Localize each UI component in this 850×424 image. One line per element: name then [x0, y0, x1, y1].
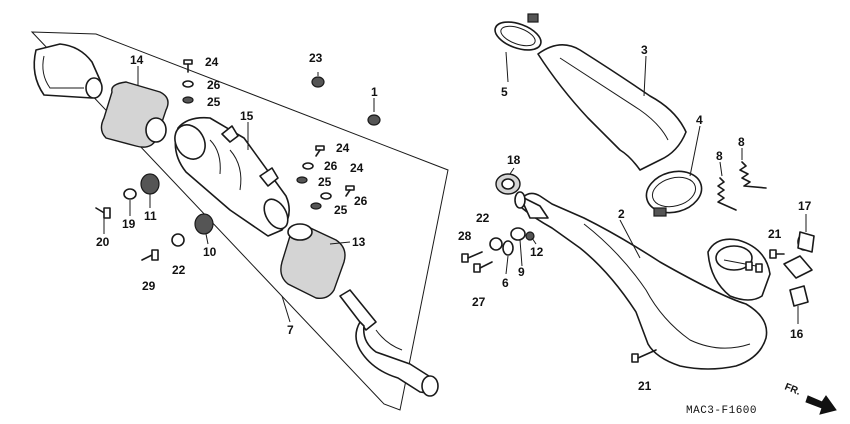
callout-8-right: 8 — [738, 135, 745, 149]
expansion-chamber-part-2 — [514, 191, 771, 370]
clamp-band-part-4 — [645, 170, 703, 217]
inner-packing-part-13 — [280, 223, 346, 300]
hardware-cluster-middle — [296, 145, 355, 210]
callout-25-lower: 25 — [334, 203, 348, 217]
spring-part-8b — [739, 161, 767, 189]
front-direction-indicator: FR. — [783, 382, 837, 415]
callout-29: 29 — [142, 279, 156, 293]
callout-25-top: 25 — [207, 95, 221, 109]
callout-24-lower: 24 — [350, 161, 364, 175]
callout-19: 19 — [122, 217, 136, 231]
clamp-part-5 — [494, 13, 542, 51]
callout-18: 18 — [507, 153, 521, 167]
callout-8-left: 8 — [716, 149, 723, 163]
callout-17: 17 — [798, 199, 812, 213]
callout-26-middle: 26 — [324, 159, 338, 173]
callout-10: 10 — [203, 245, 217, 259]
callout-25-middle: 25 — [318, 175, 332, 189]
callout-12: 12 — [530, 245, 544, 259]
spring-part-8a — [717, 177, 737, 211]
callout-20: 20 — [96, 235, 110, 249]
direction-label: FR. — [783, 382, 802, 398]
front-arrow-icon — [805, 395, 837, 415]
callout-13: 13 — [352, 235, 366, 249]
callout-1: 1 — [371, 85, 378, 99]
callout-22-right: 22 — [476, 211, 490, 225]
callout-24-top: 24 — [205, 55, 219, 69]
callout-22-left: 22 — [172, 263, 186, 277]
callout-9: 9 — [518, 265, 525, 279]
leader-lines — [103, 51, 807, 324]
bracket-part-16 — [789, 285, 809, 307]
hardware-cluster-right — [461, 227, 535, 273]
callout-14: 14 — [130, 53, 144, 67]
inner-packing-part-14 — [100, 81, 169, 148]
callout-11: 11 — [144, 209, 157, 223]
muffler-assembly-outline — [30, 31, 449, 411]
callout-24-middle: 24 — [336, 141, 350, 155]
callout-2: 2 — [618, 207, 625, 221]
grommet-part-1 — [367, 114, 381, 126]
bolt-part-21-upper — [769, 249, 785, 259]
callout-21-upper: 21 — [768, 227, 782, 241]
callout-15: 15 — [240, 109, 254, 123]
callout-26-lower: 26 — [354, 194, 368, 208]
bracket-part-17 — [783, 231, 815, 279]
bolt-part-21-lower — [631, 349, 657, 363]
callout-28: 28 — [458, 229, 472, 243]
callout-3: 3 — [641, 43, 648, 57]
callout-5: 5 — [501, 85, 508, 99]
mounting-hardware-left — [95, 173, 214, 261]
callout-27: 27 — [472, 295, 486, 309]
callout-4: 4 — [696, 113, 703, 127]
callout-6: 6 — [502, 276, 509, 290]
hardware-cluster-top — [182, 59, 194, 104]
callout-26-top: 26 — [207, 78, 221, 92]
reference-code: MAC3-F1600 — [686, 405, 757, 417]
callout-16: 16 — [790, 327, 804, 341]
cap-part-23 — [311, 76, 325, 88]
callout-7: 7 — [287, 323, 294, 337]
gasket-part-18 — [495, 173, 521, 195]
muffler-body-part — [174, 116, 290, 237]
callout-21-lower: 21 — [638, 379, 652, 393]
callout-23: 23 — [309, 51, 323, 65]
tail-pipe-part — [339, 289, 439, 397]
heat-guard-part-3 — [537, 44, 687, 171]
end-cap-part — [33, 43, 103, 99]
